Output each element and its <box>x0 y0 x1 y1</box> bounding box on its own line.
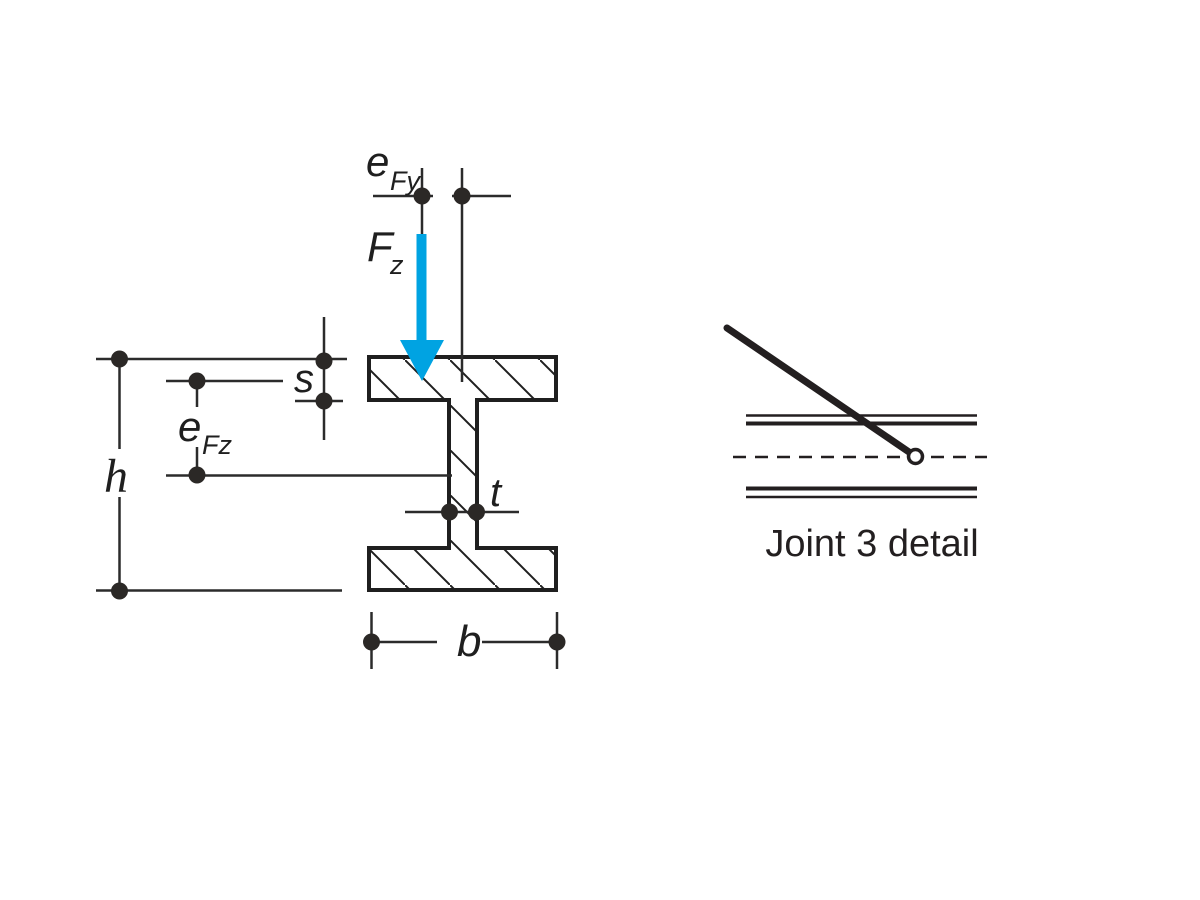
i-beam-cross-section <box>367 355 558 592</box>
dim-dot <box>315 392 333 410</box>
label-t: t <box>490 471 503 515</box>
dim-dot <box>548 633 566 651</box>
dimension-t: t <box>405 471 519 521</box>
i-beam-shape <box>367 355 558 592</box>
dim-dot <box>188 372 206 390</box>
label-eFz-subscript: Fz <box>202 430 232 460</box>
label-h: h <box>104 450 128 503</box>
force-arrow-shaft <box>416 234 427 344</box>
label-s: s <box>294 357 314 401</box>
dimension-eFz: e Fz <box>166 372 452 484</box>
dimension-s: s <box>294 317 343 440</box>
dim-dot <box>363 633 380 651</box>
dim-dot <box>111 350 128 368</box>
dim-dot <box>453 187 471 205</box>
force-arrow-fz: F z <box>367 223 444 381</box>
label-Fz-subscript: z <box>389 250 404 280</box>
force-arrowhead <box>400 340 444 381</box>
dimension-h: h <box>96 350 347 600</box>
pin-joint-circle <box>906 447 925 466</box>
detail-caption: Joint 3 detail <box>765 523 978 565</box>
dimension-b: b <box>363 612 566 669</box>
diagonal-member <box>723 324 913 456</box>
dim-dot <box>441 503 458 521</box>
label-eFz: e <box>178 403 201 450</box>
label-eFy: e <box>366 138 389 185</box>
dim-dot <box>315 352 333 370</box>
label-b: b <box>457 617 481 666</box>
dim-dot <box>188 466 206 484</box>
dim-dot <box>111 582 128 600</box>
label-eFy-subscript: Fy <box>390 166 421 196</box>
dim-dot <box>413 187 431 205</box>
dimension-eFy: e Fy <box>366 138 511 234</box>
joint-3-detail: Joint 3 detail <box>723 324 987 565</box>
label-Fz: F <box>367 223 395 270</box>
dim-dot <box>468 503 485 521</box>
